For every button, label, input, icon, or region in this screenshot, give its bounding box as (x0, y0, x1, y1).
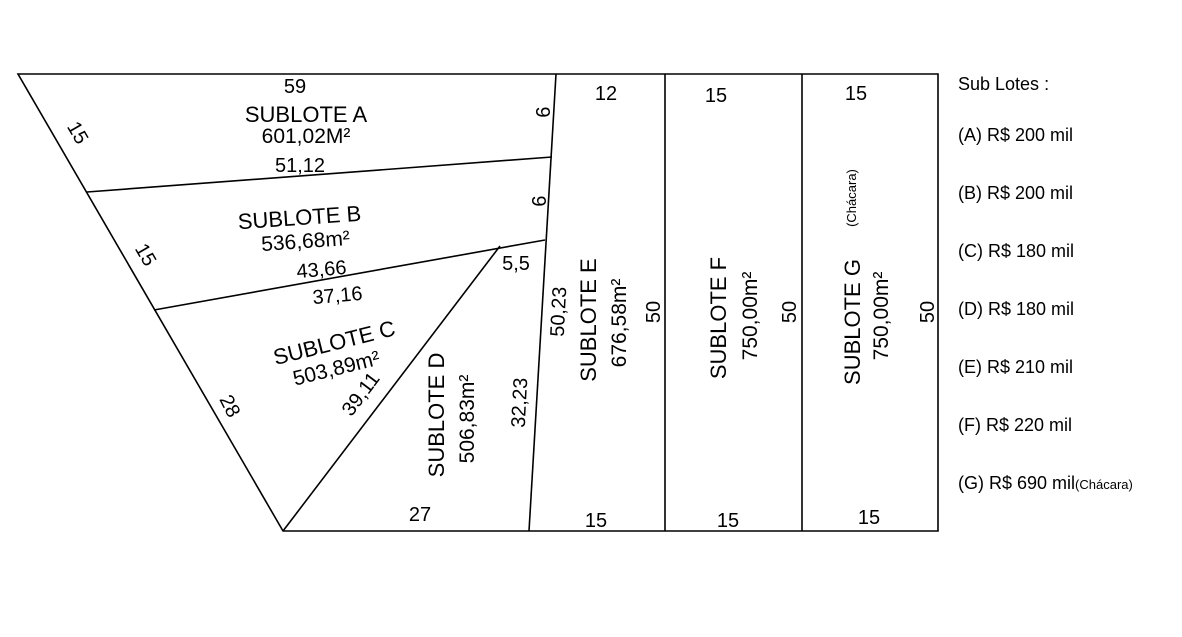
dim-f-right: 50 (779, 301, 801, 323)
divider-abcd-e (528, 73, 557, 532)
dim-bc-divider-bottom: 37,16 (312, 283, 364, 309)
dim-a-top: 59 (284, 76, 306, 98)
dim-f-bottom: 15 (717, 510, 739, 532)
dim-bc-divider-top: 43,66 (296, 257, 348, 283)
dim-d-bottom: 27 (409, 504, 431, 526)
dim-a-left: 15 (62, 118, 92, 148)
legend-item-f: (F) R$ 220 mil (958, 412, 1133, 470)
legend-item-text: (E) R$ 210 mil (958, 357, 1074, 377)
plot-outline (16, 73, 939, 532)
lot-a-area: 601,02M² (262, 125, 351, 148)
dim-b-left: 15 (130, 240, 160, 270)
dim-e-left: 50,23 (547, 286, 572, 337)
legend-item-e: (E) R$ 210 mil (958, 354, 1133, 412)
dim-ab-divider: 51,12 (275, 155, 325, 177)
legend-item-text: (A) R$ 200 mil (958, 125, 1074, 145)
outer-boundary (16, 73, 939, 532)
dim-e-top: 12 (595, 83, 617, 105)
legend-title: Sub Lotes : (958, 74, 1050, 94)
legend-item-text: (B) R$ 200 mil (958, 183, 1074, 203)
legend-item-d: (D) R$ 180 mil (958, 296, 1133, 354)
dim-f-top: 15 (705, 85, 727, 107)
lot-g-area: 750,00m² (870, 272, 893, 361)
dim-d-top: 5,5 (502, 253, 530, 275)
lot-f-name: SUBLOTE F (706, 257, 731, 379)
dim-g-right: 50 (917, 301, 939, 323)
lot-g-note: (Chácara) (844, 169, 859, 227)
legend-item-b: (B) R$ 200 mil (958, 180, 1133, 238)
divider-c-d (282, 245, 501, 532)
dim-g-top: 15 (845, 83, 867, 105)
lot-d-area: 506,83m² (456, 375, 479, 464)
legend-item-text: (D) R$ 180 mil (958, 299, 1075, 319)
lot-b-area: 536,68m² (260, 227, 350, 256)
dim-e-right: 50 (643, 301, 665, 323)
dim-e-bottom: 15 (585, 510, 607, 532)
price-legend: Sub Lotes : (A) R$ 200 mil (B) R$ 200 mi… (958, 74, 1133, 528)
lot-e-name: SUBLOTE E (576, 258, 601, 381)
dim-c-left: 28 (214, 391, 244, 421)
lot-f-area: 750,00m² (739, 272, 762, 361)
lot-d-name: SUBLOTE D (424, 353, 449, 478)
divider-b-c (153, 239, 546, 311)
legend-item-c: (C) R$ 180 mil (958, 238, 1133, 296)
legend-item-text: (C) R$ 180 mil (958, 241, 1075, 261)
divider-a-b (86, 156, 553, 193)
legend-item-g: (G) R$ 690 mil(Chácara) (958, 470, 1133, 528)
dim-a-right: 9 (531, 106, 553, 117)
legend-item-note: (Chácara) (1075, 477, 1133, 492)
lot-g-name: SUBLOTE G (840, 259, 865, 385)
lot-a-name: SUBLOTE A (245, 102, 368, 127)
dim-d-right: 32,23 (508, 377, 533, 428)
dim-b-right: 9 (527, 195, 549, 206)
legend-item-text: (F) R$ 220 mil (958, 415, 1073, 435)
lot-e-area: 676,58m² (608, 279, 631, 368)
legend-item-a: (A) R$ 200 mil (958, 122, 1133, 180)
legend-item-text: (G) R$ 690 mil (958, 473, 1076, 493)
dim-g-bottom: 15 (858, 507, 880, 529)
